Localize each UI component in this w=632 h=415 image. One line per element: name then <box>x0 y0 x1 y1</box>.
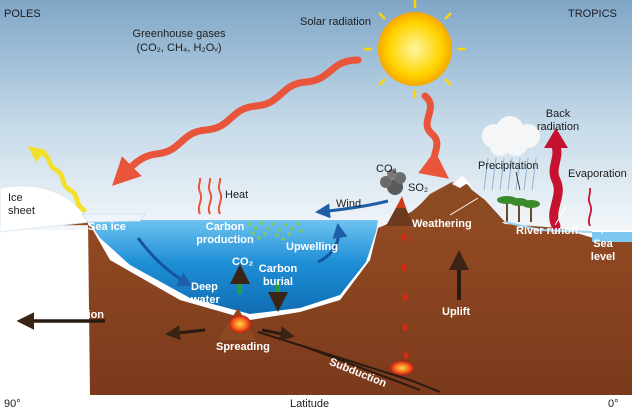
palm-trees <box>497 196 540 222</box>
sky <box>0 0 632 230</box>
reflected-radiation-arrow <box>37 149 87 213</box>
wind-label: Wind <box>336 198 362 210</box>
precipitation-label: Precipitation <box>478 160 539 172</box>
tropics-label: TROPICS <box>568 8 617 20</box>
carbon-burial-label-2: burial <box>263 276 293 288</box>
co2-volcano-label: CO₂ <box>376 163 397 175</box>
sun <box>364 0 466 98</box>
deep-water-label-2: water <box>191 294 220 306</box>
spreading-right-arrow <box>261 326 295 342</box>
plankton-dots <box>248 221 303 241</box>
heat-arrows <box>197 177 223 215</box>
back-radiation-label-1: Back <box>545 108 571 120</box>
back-radiation-arrow <box>549 141 563 231</box>
spreading-label: Spreading <box>216 341 270 353</box>
wind-arrow <box>315 199 389 219</box>
earth-crust <box>0 0 632 395</box>
greenhouse-gases-title: Greenhouse gases <box>132 28 226 40</box>
volcano-lava <box>396 196 406 208</box>
volcano-smoke <box>380 169 406 195</box>
carbon-burial-label-1: Carbon <box>258 263 298 275</box>
sea-ice <box>81 213 146 223</box>
solar-arrow-to-poles <box>112 56 362 186</box>
spreading-left-arrow <box>165 325 206 341</box>
precipitation-leader <box>515 171 521 191</box>
solar-arrow-to-tropics <box>418 92 449 179</box>
bottom-strip <box>0 395 632 415</box>
plate-motion-label: Plate motion <box>38 309 105 321</box>
left-degree-label: 90° <box>4 398 21 410</box>
river-runoff-label: River runoff <box>516 225 579 237</box>
back-radiation-label-2: radiation <box>536 121 580 133</box>
river-runoff-line <box>504 221 593 233</box>
weathering-leader <box>449 197 479 216</box>
river-runoff-leader <box>554 206 567 226</box>
ridge-magma <box>229 315 251 333</box>
sea-level-water <box>592 232 632 242</box>
mountain-snow <box>452 176 472 188</box>
mountain <box>395 178 505 226</box>
cloud <box>482 116 540 156</box>
sea-level-label-1: Sea <box>593 238 613 250</box>
carbon-production-label-1: Carbon <box>205 221 245 233</box>
rain <box>483 157 537 191</box>
upwelling-label: Upwelling <box>286 241 338 253</box>
carbon-production-label-2: production <box>196 234 254 246</box>
greenhouse-gases-formula: (CO₂, CH₄, H₂Oᵥ) <box>136 42 222 54</box>
deep-water-arrow <box>136 237 193 287</box>
upwelling-arrow <box>317 223 348 264</box>
sea-ice-label: Sea ice <box>88 221 126 233</box>
magma-drops <box>401 232 409 360</box>
back-radiation-head <box>544 128 568 148</box>
deep-water-label-1: Deep <box>191 281 218 293</box>
reflected-radiation-head <box>28 146 46 162</box>
right-degree-label: 0° <box>608 398 619 410</box>
ice-sheet-label-2: sheet <box>8 205 35 217</box>
sea-level-label-2: level <box>590 251 616 263</box>
volcano <box>386 204 414 226</box>
subduction-line-2 <box>299 344 421 391</box>
subduction-magma <box>390 361 414 375</box>
co2-ocean-label: CO₂ <box>232 256 254 268</box>
latitude-axis-label: Latitude <box>290 398 330 410</box>
ice-sheet-label-1: Ice <box>8 192 23 204</box>
solar-radiation-label: Solar radiation <box>300 16 371 28</box>
weathering-label: Weathering <box>412 218 472 230</box>
heat-label: Heat <box>225 189 249 201</box>
so2-volcano-label: SO₂ <box>408 182 429 194</box>
evaporation-arrow <box>587 187 593 227</box>
evaporation-label: Evaporation <box>568 168 627 180</box>
uplift-label: Uplift <box>442 306 471 318</box>
poles-label: POLES <box>4 8 41 20</box>
